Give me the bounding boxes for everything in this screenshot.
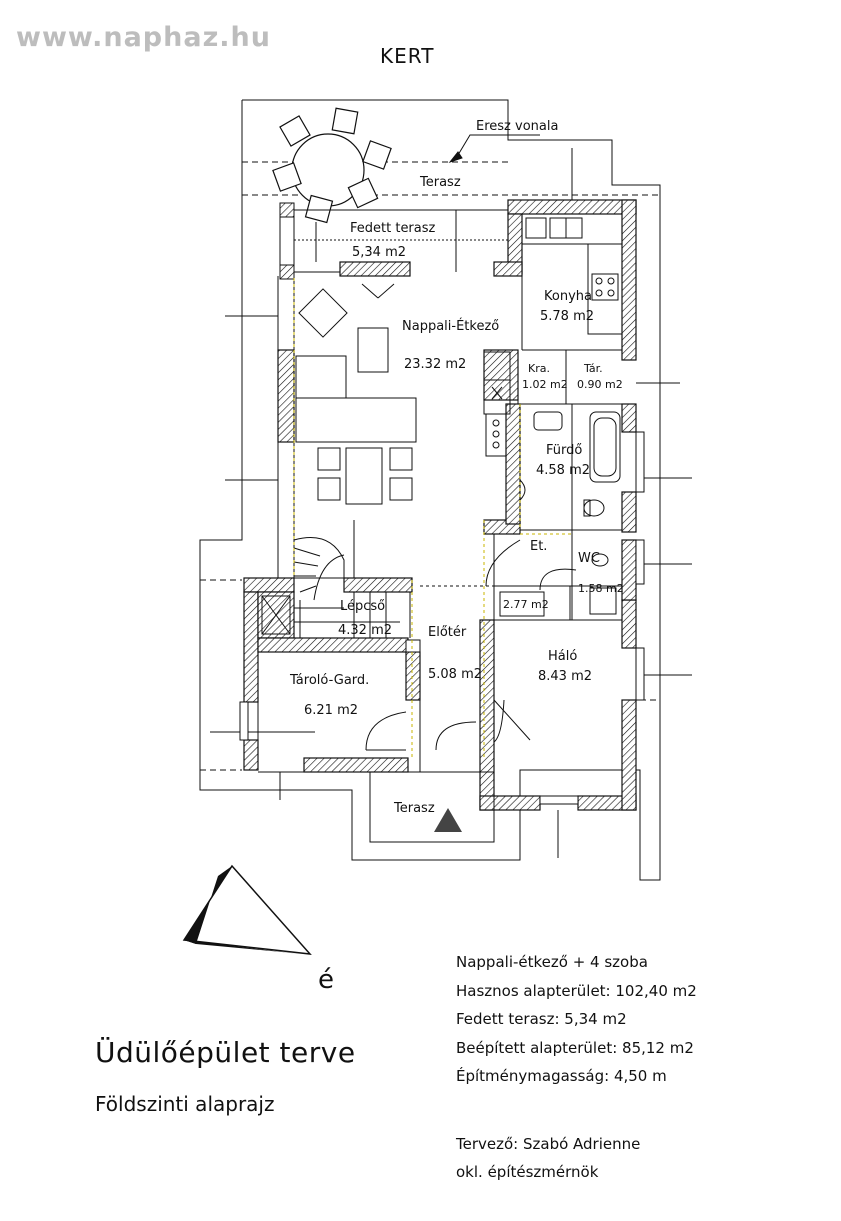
storage-wardrobe-label: Tároló-Gard. (289, 673, 369, 688)
north-label: é (318, 965, 334, 995)
kitchen-area: 5.78 m2 (540, 309, 594, 324)
covered-terrace-label: Fedett terasz (350, 221, 436, 236)
entry-label: Előtér (428, 625, 467, 640)
pantry-label: Kra. (528, 362, 550, 375)
covered-terrace-area: 5,34 m2 (352, 245, 406, 260)
info-line: Hasznos alapterület: 102,40 m2 (456, 981, 697, 1000)
stair-label: Lépcső (340, 599, 385, 614)
storage-label: Tár. (583, 362, 603, 375)
hall-label: Et. (530, 539, 547, 554)
wc-label: WC (578, 551, 600, 566)
closet-area: 2.77 m2 (503, 598, 549, 611)
info-line: Nappali-étkező + 4 szoba (456, 953, 648, 971)
walls (243, 199, 637, 811)
info-line: Fedett terasz: 5,34 m2 (456, 1010, 627, 1028)
entry-area: 5.08 m2 (428, 667, 482, 682)
terrace-bottom-label: Terasz (393, 801, 435, 816)
info-line: Építménymagasság: 4,50 m (456, 1067, 667, 1085)
designer-title: okl. építészmérnök (456, 1163, 599, 1181)
kitchen-fixtures (483, 213, 623, 457)
bedroom-label: Háló (548, 649, 577, 664)
credits-block: Tervező: Szabó Adrienne okl. építészmérn… (456, 1130, 640, 1186)
staircase (261, 537, 400, 638)
watermark: www.naphaz.hu (16, 22, 271, 53)
kitchen-label: Konyha (544, 289, 592, 304)
bedroom-area: 8.43 m2 (538, 669, 592, 684)
bathroom-area: 4.58 m2 (536, 463, 590, 478)
drawing-title: Üdülőépület terve (95, 1036, 356, 1069)
living-label: Nappali-Étkező (402, 318, 499, 334)
info-block: Nappali-étkező + 4 szoba Hasznos alapter… (456, 948, 697, 1091)
designer-name: Tervező: Szabó Adrienne (456, 1135, 641, 1153)
garden-label: KERT (380, 44, 435, 68)
storage-wardrobe-area: 6.21 m2 (304, 703, 358, 718)
drawing-subtitle: Földszinti alaprajz (95, 1092, 275, 1116)
garden-table (272, 107, 392, 224)
wc-area: 1.58 m2 (578, 582, 624, 595)
north-arrow-icon (182, 864, 312, 955)
living-area: 23.32 m2 (404, 357, 466, 372)
terrace-top-label: Terasz (419, 175, 461, 190)
eaves-label: Eresz vonala (476, 119, 558, 134)
roof-outline (199, 99, 661, 881)
entrance-marker (434, 808, 462, 832)
bathroom-label: Fürdő (546, 443, 582, 458)
storage-area: 0.90 m2 (577, 378, 623, 391)
living-furniture (295, 283, 417, 505)
pantry-area: 1.02 m2 (522, 378, 568, 391)
stair-area: 4.32 m2 (338, 623, 392, 638)
info-line: Beépített alapterület: 85,12 m2 (456, 1038, 694, 1057)
